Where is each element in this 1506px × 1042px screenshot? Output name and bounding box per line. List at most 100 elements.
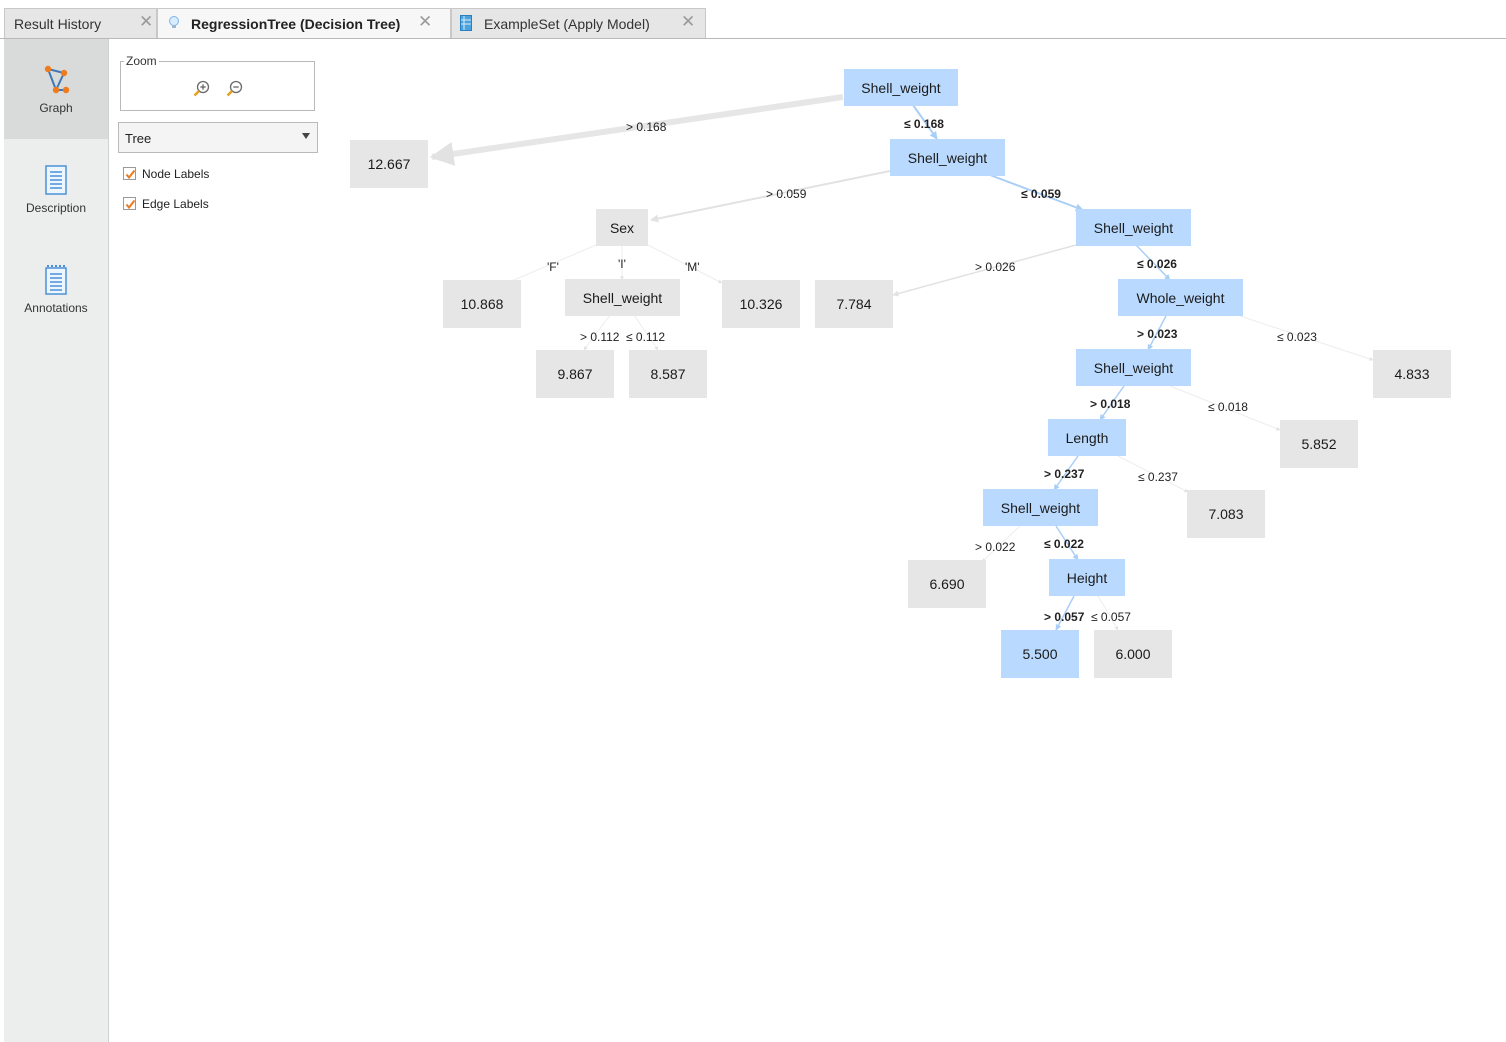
tab-regression-tree[interactable]: RegressionTree (Decision Tree) ✕	[157, 8, 451, 38]
nav-graph-button[interactable]: Graph	[4, 39, 108, 139]
tree-node[interactable]: Sex	[596, 209, 648, 246]
edge-label: ≤ 0.026	[1137, 257, 1177, 271]
tree-leaf[interactable]: 12.667	[350, 140, 428, 188]
edge-line	[981, 525, 1021, 563]
lightbulb-icon	[168, 15, 180, 34]
tree-leaf[interactable]: 7.784	[815, 280, 893, 328]
edge-line	[1053, 455, 1079, 491]
tree-node[interactable]: Whole_weight	[1118, 279, 1243, 316]
edge-labels-label[interactable]: Edge Labels	[142, 197, 209, 211]
nav-description-button[interactable]: Description	[4, 139, 108, 239]
tree-node[interactable]: Shell_weight	[565, 279, 680, 316]
tree-leaf[interactable]: 10.868	[443, 280, 521, 328]
nav-label: Annotations	[24, 301, 88, 315]
zoom-title: Zoom	[124, 54, 159, 68]
layout-select-value: Tree	[125, 131, 152, 146]
edge-label: ≤ 0.022	[1044, 537, 1084, 551]
edge-line	[429, 94, 844, 166]
nav-label: Description	[25, 201, 87, 215]
edge-label: > 0.018	[1090, 397, 1131, 411]
edge-label: ≤ 0.023	[1277, 330, 1317, 344]
tab-label: RegressionTree (Decision Tree)	[191, 16, 401, 32]
edge-label: > 0.237	[1044, 467, 1085, 481]
tree-leaf[interactable]: 5.500	[1001, 630, 1079, 678]
edge-line	[1097, 595, 1119, 631]
tab-bar-divider	[0, 38, 1506, 39]
table-icon	[460, 15, 472, 34]
tree-leaf[interactable]: 6.000	[1094, 630, 1172, 678]
description-icon	[45, 165, 67, 195]
edge-label: 'F'	[547, 260, 559, 274]
edge-line	[1055, 525, 1079, 561]
tree-node[interactable]: Length	[1048, 419, 1126, 456]
tree-leaf[interactable]: 4.833	[1373, 350, 1451, 398]
nav-label: Graph	[39, 101, 73, 115]
edge-line	[1147, 315, 1167, 351]
tree-node[interactable]: Shell_weight	[1076, 349, 1191, 386]
tree-node[interactable]: Shell_weight	[983, 489, 1098, 526]
tab-label: ExampleSet (Apply Model)	[484, 16, 650, 32]
node-labels-label[interactable]: Node Labels	[142, 167, 210, 181]
graph-icon	[44, 65, 70, 94]
edge-line	[650, 170, 891, 223]
tab-label: Result History	[14, 16, 102, 32]
edge-label: 'I'	[618, 257, 626, 271]
edge-line	[1117, 455, 1189, 493]
edge-label: ≤ 0.018	[1208, 400, 1248, 414]
edge-label: > 0.168	[626, 120, 667, 134]
edge-label: ≤ 0.059	[1021, 187, 1061, 201]
checkmark-icon	[125, 199, 136, 210]
edge-label: ≤ 0.057	[1091, 610, 1131, 624]
edge-labels-checkbox[interactable]	[123, 197, 136, 210]
tree-leaf[interactable]: 5.852	[1280, 420, 1358, 468]
edge-label: > 0.022	[975, 540, 1016, 554]
view-switcher: Graph Description Annotations	[4, 39, 109, 1042]
tree-leaf[interactable]: 7.083	[1187, 490, 1265, 538]
zoom-in-icon[interactable]	[193, 80, 211, 98]
edge-label: > 0.057	[1044, 610, 1085, 624]
edge-label: ≤ 0.237	[1138, 470, 1178, 484]
left-strip	[0, 39, 4, 1042]
checkmark-icon	[125, 169, 136, 180]
edge-line	[1135, 244, 1171, 281]
close-icon[interactable]: ✕	[139, 12, 154, 31]
edge-line	[1239, 315, 1374, 361]
edge-label: ≤ 0.112	[626, 330, 665, 344]
tab-exampleset[interactable]: ExampleSet (Apply Model) ✕	[451, 8, 706, 38]
tree-leaf[interactable]: 6.690	[908, 560, 986, 608]
layout-select[interactable]: Tree	[118, 122, 318, 153]
edge-label: > 0.026	[975, 260, 1016, 274]
edge-line	[633, 314, 659, 351]
edge-label: ≤ 0.168	[904, 117, 944, 131]
tree-node[interactable]: Height	[1049, 559, 1125, 596]
edge-line	[583, 314, 611, 351]
close-icon[interactable]: ✕	[418, 12, 433, 31]
edge-label: > 0.059	[766, 187, 807, 201]
nav-annotations-button[interactable]: Annotations	[4, 239, 108, 339]
edge-line	[1055, 595, 1075, 631]
edge-line	[1169, 385, 1281, 431]
zoom-group	[120, 61, 315, 111]
edge-line	[506, 244, 597, 284]
edge-line	[892, 244, 1077, 297]
edge-line	[647, 244, 723, 284]
tree-leaf[interactable]: 8.587	[629, 350, 707, 398]
edge-label: 'M'	[685, 260, 700, 274]
chevron-down-icon[interactable]	[302, 133, 310, 139]
tree-node[interactable]: Shell_weight	[1076, 209, 1191, 246]
edge-line	[1099, 385, 1125, 421]
node-labels-checkbox[interactable]	[123, 167, 136, 180]
close-icon[interactable]: ✕	[681, 12, 696, 31]
edge-line	[912, 104, 938, 140]
edge-label: > 0.112	[580, 330, 620, 344]
edge-label: > 0.023	[1137, 327, 1178, 341]
tree-leaf[interactable]: 9.867	[536, 350, 614, 398]
annotations-icon	[45, 265, 67, 295]
zoom-out-icon[interactable]	[226, 80, 244, 98]
tree-node[interactable]: Shell_weight	[890, 139, 1005, 176]
tree-leaf[interactable]: 10.326	[722, 280, 800, 328]
tree-node[interactable]: Shell_weight	[844, 69, 958, 106]
tab-result-history[interactable]: Result History ✕	[4, 8, 157, 38]
edge-line	[989, 174, 1084, 212]
